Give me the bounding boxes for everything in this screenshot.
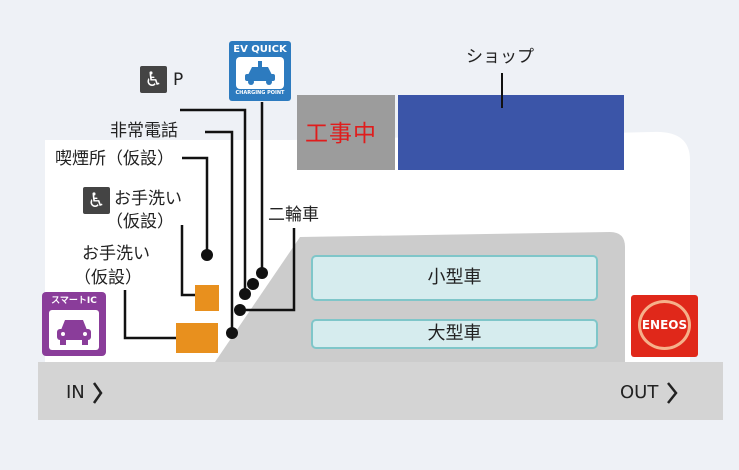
out-label: OUT (620, 382, 659, 403)
emergency-phone-label: 非常電話 (110, 121, 178, 141)
leader-lines (123, 102, 296, 340)
accessible-parking-label: P (173, 70, 184, 90)
accessible-toilet-marker (195, 285, 219, 311)
toilet-marker (176, 323, 218, 353)
ev-title: EV QUICK (233, 44, 287, 55)
out-arrow-icon (667, 382, 678, 404)
accessible-toilet-label-1: お手洗い (114, 189, 182, 209)
ev-subtitle: CHARGING POINT (235, 90, 285, 96)
leader-smoking (182, 156, 209, 253)
shop-building (398, 95, 624, 170)
smart-ic-car-icon (49, 310, 99, 350)
motorcycle-label: 二輪車 (268, 205, 319, 225)
dot-motorcycle (234, 304, 246, 316)
ev-plug-car-icon (245, 61, 275, 85)
dot-phone-a (247, 278, 259, 290)
eneos-logo: ENEOS (631, 295, 698, 357)
toilet-label-2: （仮設） (74, 268, 142, 288)
accessible-toilet-label-2: （仮設） (106, 212, 174, 232)
eneos-ring-icon (638, 300, 691, 350)
leader-parking (180, 108, 247, 293)
smart-ic-label: スマートIC (51, 296, 97, 306)
leader-dots (201, 249, 268, 339)
shop-label: ショップ (466, 47, 534, 67)
wheelchair-icon: ♿ (83, 187, 110, 214)
car-icon (57, 320, 91, 345)
in-arrow-icon (92, 382, 103, 404)
small-car-parking: 小型車 (311, 255, 598, 301)
toilet-label-1: お手洗い (82, 244, 150, 264)
dot-phone (226, 327, 238, 339)
large-car-label: 大型車 (427, 323, 482, 344)
large-car-parking: 大型車 (311, 319, 598, 349)
smoking-area-label: 喫煙所（仮設） (55, 149, 174, 169)
dot-ev (256, 267, 268, 279)
road (38, 362, 723, 420)
in-label: IN (66, 382, 85, 403)
dot-parking (239, 288, 251, 300)
ev-car-icon (236, 57, 284, 89)
construction-area (297, 95, 395, 170)
eneos-label: ENEOS (641, 318, 688, 332)
leader-toilet (123, 290, 178, 340)
small-car-label: 小型車 (427, 267, 482, 288)
ev-charger-badge: EV QUICK CHARGING POINT (229, 41, 291, 101)
wheelchair-icon: ♿ (140, 66, 167, 93)
leader-motorcycle (240, 228, 296, 312)
dot-smoking (201, 249, 213, 261)
construction-label: 工事中 (305, 121, 377, 147)
smart-ic-badge: スマートIC (42, 292, 106, 356)
leader-phone (205, 130, 234, 333)
